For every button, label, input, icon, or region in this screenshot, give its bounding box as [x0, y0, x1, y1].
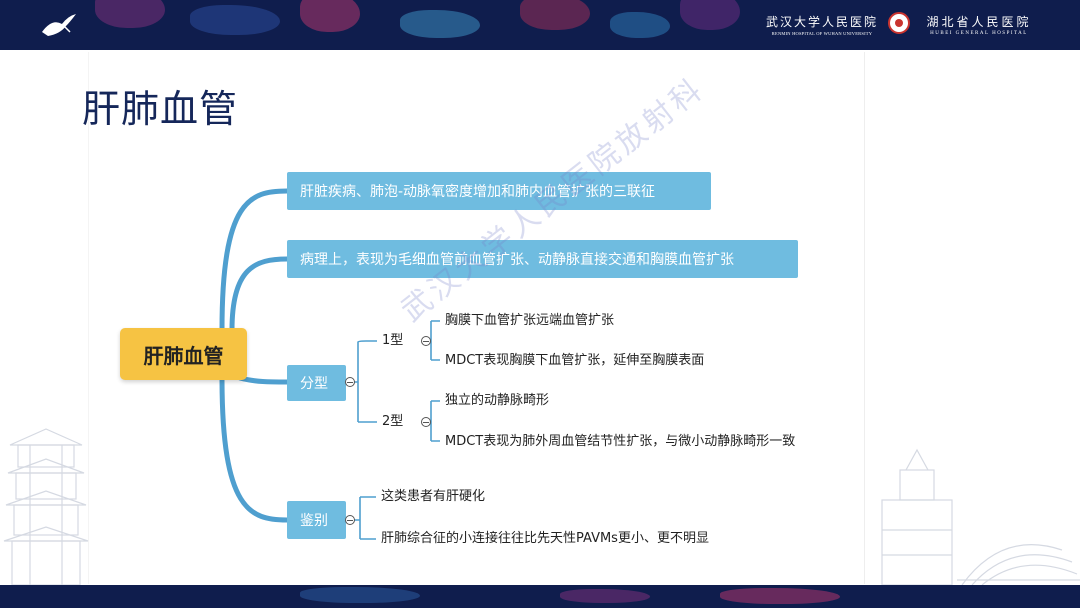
- collapse-toggle-icon[interactable]: [345, 377, 355, 387]
- type2-label[interactable]: 2型: [382, 414, 404, 429]
- type2-item: MDCT表现为肺外周血管结节性扩张，与微小动静脉畸形一致: [445, 434, 796, 449]
- page-title: 肝肺血管: [82, 87, 239, 131]
- crane-logo-icon: [42, 14, 76, 36]
- header-bar: 武汉大学人民医院 RENMIN HOSPITAL OF WUHAN UNIVER…: [0, 0, 1080, 50]
- decorative-shape: [300, 0, 360, 32]
- decorative-shape: [190, 5, 280, 35]
- decorative-shape: [520, 0, 590, 30]
- hospital-left-english: RENMIN HOSPITAL OF WUHAN UNIVERSITY: [771, 31, 873, 36]
- decorative-shape: [300, 587, 420, 603]
- decorative-shape: [720, 588, 840, 604]
- building-illustration-icon: [881, 448, 1080, 585]
- type2-item: 独立的动静脉畸形: [445, 393, 550, 408]
- node-differential[interactable]: 鉴别: [287, 501, 346, 539]
- collapse-toggle-icon[interactable]: [421, 336, 431, 346]
- footer-bar: [0, 585, 1080, 608]
- decorative-shape: [680, 0, 740, 30]
- hospital-right-english: HUBEI GENERAL HOSPITAL: [930, 31, 1028, 36]
- type1-label[interactable]: 1型: [382, 333, 404, 348]
- central-node[interactable]: 肝肺血管: [120, 328, 247, 380]
- type1-item: MDCT表现胸膜下血管扩张，延伸至胸膜表面: [445, 353, 705, 368]
- tower-illustration-icon: [3, 428, 89, 585]
- decorative-shape: [610, 12, 670, 38]
- collapse-toggle-icon[interactable]: [421, 417, 431, 427]
- hospital-seal-icon: [888, 12, 910, 34]
- hospital-right-name: 湖北省人民医院: [926, 15, 1032, 29]
- node-pathology[interactable]: 病理上，表现为毛细血管前血管扩张、动静脉直接交通和胸膜血管扩张: [287, 240, 798, 278]
- decorative-shape: [560, 589, 650, 603]
- node-classification[interactable]: 分型: [287, 365, 346, 401]
- collapse-toggle-icon[interactable]: [345, 515, 355, 525]
- hospital-left-name: 武汉大学人民医院: [765, 15, 878, 29]
- differential-item: 肝肺综合征的小连接往往比先天性PAVMs更小、更不明显: [381, 531, 709, 546]
- decorative-shape: [400, 10, 480, 38]
- differential-item: 这类患者有肝硬化: [381, 489, 486, 504]
- decorative-shape: [95, 0, 165, 28]
- type1-item: 胸膜下血管扩张远端血管扩张: [445, 313, 615, 328]
- node-definition[interactable]: 肝脏疾病、肺泡-动脉氧密度增加和肺内血管扩张的三联征: [287, 172, 711, 210]
